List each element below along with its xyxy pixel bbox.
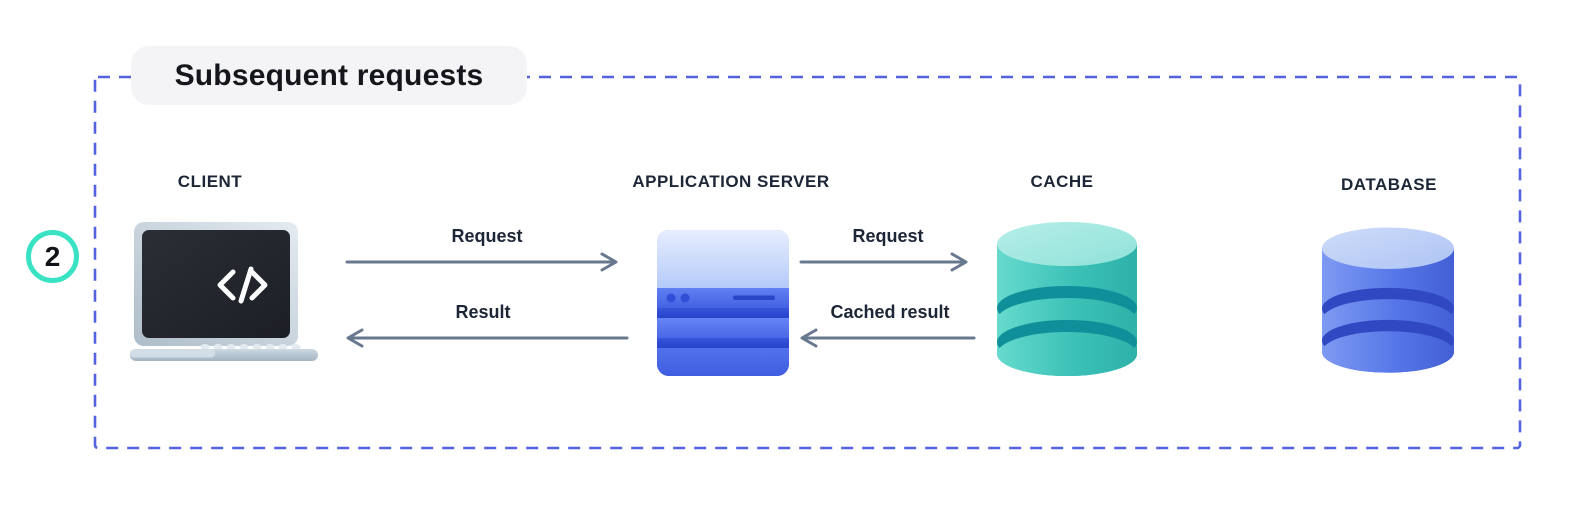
database-label: DATABASE	[1341, 175, 1437, 194]
arrow-server-to-client	[346, 328, 629, 348]
flow-label-request-2: Request	[852, 226, 924, 246]
flow-label-cached-result: Cached result	[830, 302, 950, 322]
application-server-icon	[657, 230, 789, 376]
cache-cylinder-icon	[997, 222, 1137, 376]
arrow-cache-to-server	[800, 328, 976, 348]
code-glyph	[217, 266, 268, 304]
cache-label: CACHE	[1030, 172, 1094, 191]
flow-label-request-1: Request	[451, 226, 523, 246]
server-led	[680, 293, 690, 303]
step-badge: 2	[26, 230, 79, 283]
client-label: CLIENT	[177, 172, 243, 191]
server-led	[666, 293, 676, 303]
keyboard-dots	[200, 344, 301, 350]
laptop-code-icon	[130, 222, 318, 361]
arrow-server-to-cache	[799, 252, 968, 272]
flow-label-result: Result	[455, 302, 511, 322]
diagram-title-pill: Subsequent requests	[131, 46, 527, 105]
diagram-title: Subsequent requests	[174, 58, 484, 92]
arrow-client-to-server	[345, 252, 618, 272]
database-cylinder-icon	[1322, 227, 1454, 373]
application-server-label: APPLICATION SERVER	[632, 172, 830, 191]
server-slot	[733, 295, 775, 300]
step-number: 2	[44, 240, 61, 272]
